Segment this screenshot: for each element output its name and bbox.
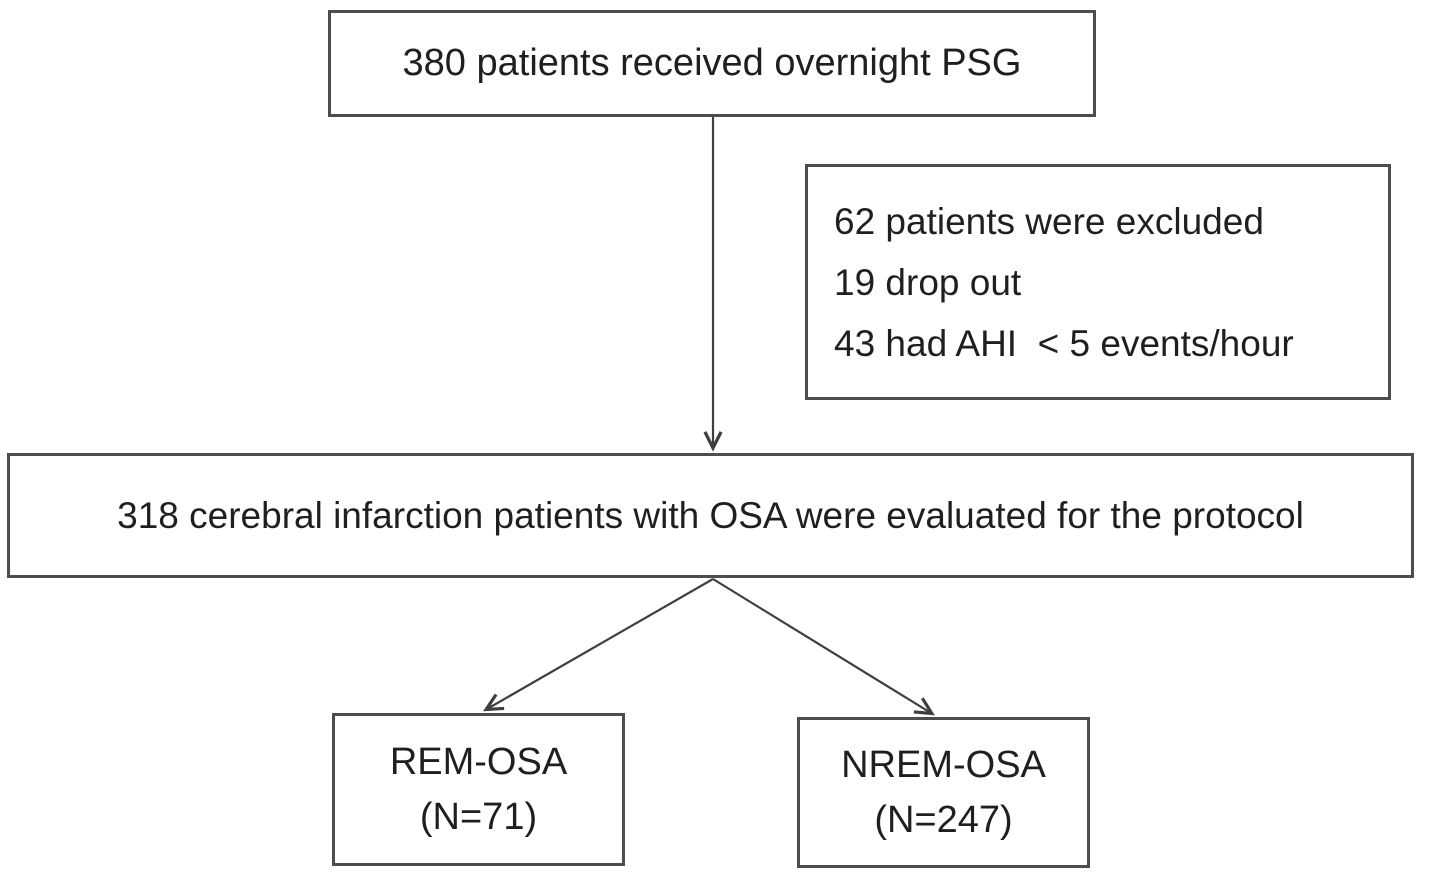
node-rem-osa: REM-OSA (N=71) bbox=[332, 713, 625, 866]
rem-osa-count: (N=71) bbox=[419, 795, 538, 838]
nrem-osa-label: NREM-OSA bbox=[841, 743, 1046, 786]
arrow-evaluated-to-rem bbox=[482, 578, 714, 712]
node-psg-label: 380 patients received overnight PSG bbox=[402, 42, 1022, 84]
excluded-line-1: 62 patients were excluded bbox=[834, 200, 1264, 242]
node-nrem-osa: NREM-OSA (N=247) bbox=[797, 717, 1090, 868]
node-psg: 380 patients received overnight PSG bbox=[328, 10, 1096, 117]
node-evaluated-label: 318 cerebral infarction patients with OS… bbox=[117, 494, 1304, 536]
arrow-evaluated-to-nrem bbox=[712, 578, 935, 716]
node-evaluated: 318 cerebral infarction patients with OS… bbox=[7, 453, 1414, 578]
excluded-line-2: 19 drop out bbox=[834, 261, 1022, 303]
excluded-line-3: 43 had AHI < 5 events/hour bbox=[834, 322, 1294, 364]
node-excluded: 62 patients were excluded 19 drop out 43… bbox=[805, 164, 1391, 400]
nrem-osa-count: (N=247) bbox=[874, 798, 1013, 841]
rem-osa-label: REM-OSA bbox=[389, 740, 568, 783]
